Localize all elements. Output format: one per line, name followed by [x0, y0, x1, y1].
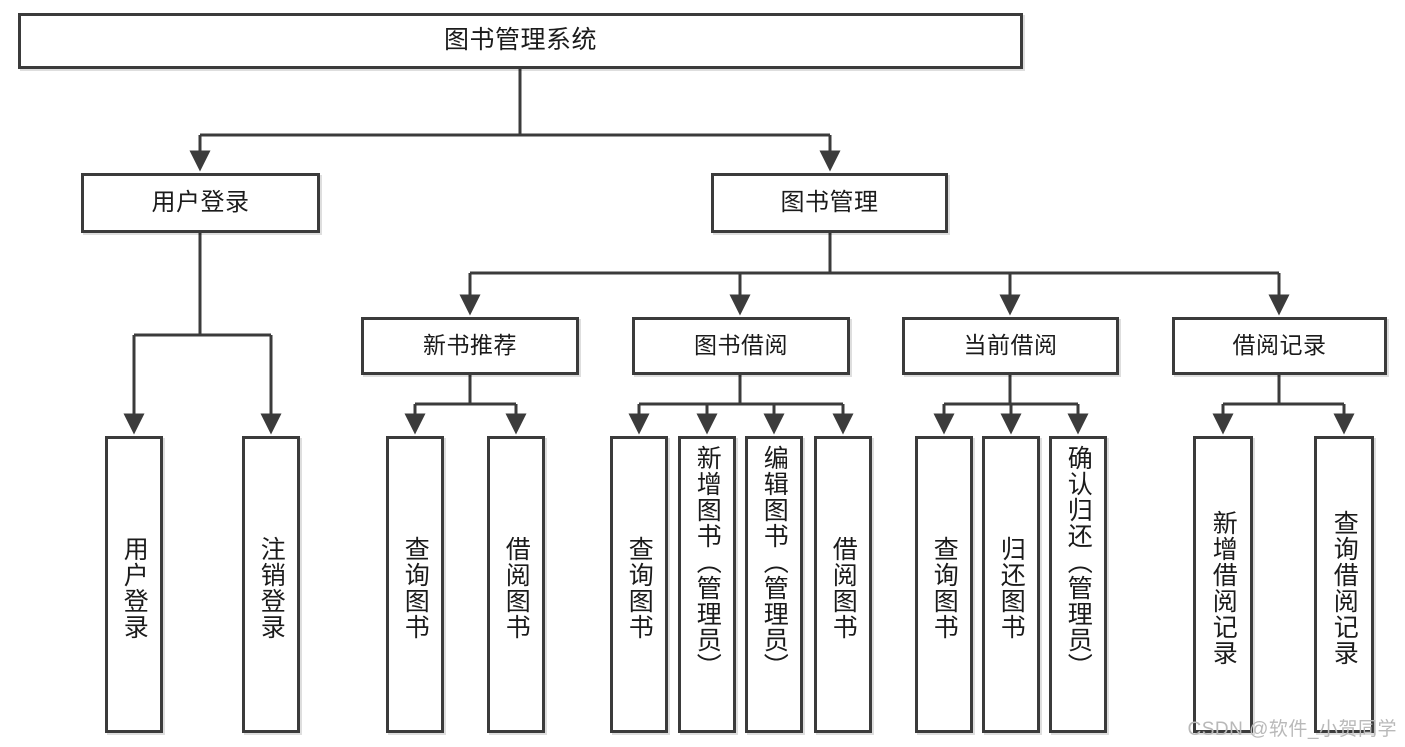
node-leaf-confirm-return-label: 确认归还（管理员）: [1064, 445, 1093, 679]
node-leaf-query-book-rec-label: 查询图书: [401, 535, 430, 640]
node-leaf-return-book-label: 归还图书: [997, 535, 1026, 640]
node-leaf-add-book-label: 新增图书（管理员）: [693, 445, 722, 679]
node-book-borrow[interactable]: 图书借阅: [632, 317, 850, 375]
node-leaf-query-book-rec[interactable]: 查询图书: [386, 436, 444, 733]
node-book-manage-label: 图书管理: [780, 188, 879, 216]
node-leaf-user-login-label: 用户登录: [120, 535, 149, 640]
node-leaf-query-book-borrow[interactable]: 查询图书: [610, 436, 668, 733]
node-current-borrow[interactable]: 当前借阅: [902, 317, 1119, 375]
node-user-login-label: 用户登录: [151, 188, 250, 216]
node-leaf-edit-book-label: 编辑图书（管理员）: [760, 445, 789, 679]
node-leaf-borrow-book-label: 借阅图书: [829, 535, 858, 640]
node-leaf-borrow-book-rec-label: 借阅图书: [502, 535, 531, 640]
node-leaf-add-book[interactable]: 新增图书（管理员）: [678, 436, 736, 733]
node-leaf-logout-label: 注销登录: [257, 535, 286, 640]
node-leaf-return-book[interactable]: 归还图书: [982, 436, 1040, 733]
node-book-manage[interactable]: 图书管理: [711, 173, 948, 233]
node-leaf-edit-book[interactable]: 编辑图书（管理员）: [745, 436, 803, 733]
node-book-borrow-label: 图书借阅: [694, 332, 788, 359]
watermark-text: CSDN @软件_小贺同学: [1187, 719, 1397, 740]
node-leaf-add-record-label: 新增借阅记录: [1209, 509, 1238, 666]
node-leaf-confirm-return[interactable]: 确认归还（管理员）: [1049, 436, 1107, 733]
node-leaf-query-book-borrow-label: 查询图书: [625, 535, 654, 640]
node-borrow-record-label: 借阅记录: [1232, 332, 1327, 359]
node-leaf-borrow-book[interactable]: 借阅图书: [814, 436, 872, 733]
node-root[interactable]: 图书管理系统: [18, 13, 1023, 69]
node-leaf-borrow-book-rec[interactable]: 借阅图书: [487, 436, 545, 733]
node-leaf-logout[interactable]: 注销登录: [242, 436, 300, 733]
node-leaf-query-book-cur[interactable]: 查询图书: [915, 436, 973, 733]
node-new-book-rec-label: 新书推荐: [423, 332, 517, 359]
node-leaf-query-book-cur-label: 查询图书: [930, 535, 959, 640]
node-new-book-rec[interactable]: 新书推荐: [361, 317, 579, 375]
node-leaf-query-record[interactable]: 查询借阅记录: [1314, 436, 1374, 733]
node-leaf-add-record[interactable]: 新增借阅记录: [1193, 436, 1253, 733]
node-root-label: 图书管理系统: [443, 26, 597, 55]
node-leaf-query-record-label: 查询借阅记录: [1330, 509, 1359, 666]
node-borrow-record[interactable]: 借阅记录: [1172, 317, 1387, 375]
node-current-borrow-label: 当前借阅: [963, 332, 1058, 359]
node-leaf-user-login[interactable]: 用户登录: [105, 436, 163, 733]
node-user-login[interactable]: 用户登录: [81, 173, 320, 233]
